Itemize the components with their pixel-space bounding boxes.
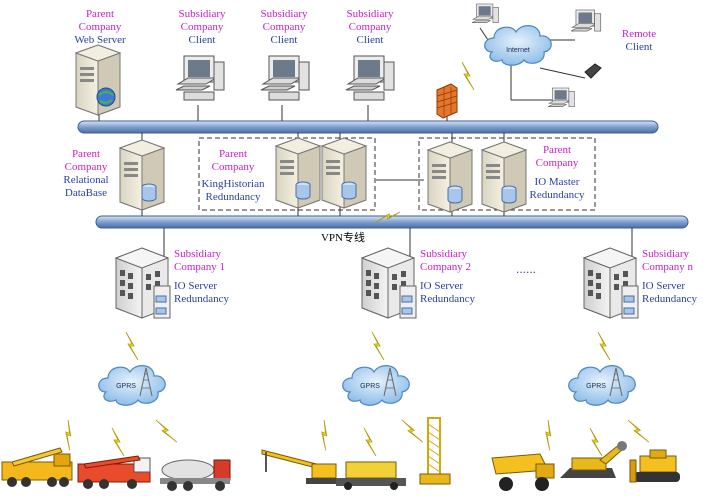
subsidiary-2-building-icon	[361, 247, 417, 319]
svg-text:Internet: Internet	[506, 47, 530, 54]
kinghistorian-redundancy-label: Parent Company KingHistorian Redundancy	[201, 148, 265, 203]
firewall-icon	[436, 83, 458, 119]
lightning-bolt-icon	[401, 415, 424, 447]
remote-client-label: Remote Client	[621, 28, 657, 53]
subsidiary-2-label: Subsidiary Company 2 IO Server Redundanc…	[420, 248, 475, 305]
lightning-bolt-icon	[58, 419, 80, 451]
subsidiary-1-building-icon	[115, 247, 171, 319]
pile-driver-icon	[336, 461, 406, 490]
kinghistorian-server-icon	[275, 137, 321, 209]
middle-network-bus	[95, 215, 689, 229]
lightning-bolt-icon	[111, 427, 125, 457]
svg-text:GPRS: GPRS	[586, 383, 606, 390]
crane-truck-icon	[1, 447, 73, 487]
kinghistorian-redundancy-box	[198, 137, 376, 211]
subsidiary-client-computer-icon	[345, 55, 395, 101]
io-master-redundancy-label: Parent Company IO Master Redundancy	[529, 144, 585, 201]
lightning-bolt-icon	[597, 331, 611, 361]
relational-database-label: Parent Company Relational DataBase	[63, 148, 109, 199]
concrete-pump-truck-icon	[77, 455, 151, 489]
bulldozer-icon	[629, 449, 680, 483]
subsidiary-n-label: Subsidiary Company n IO Server Redundanc…	[642, 248, 697, 305]
lightning-bolt-icon	[461, 61, 475, 91]
top-network-bus	[77, 120, 659, 134]
subsidiary-n-building-icon	[583, 247, 639, 319]
subsidiary-client-computer-icon	[260, 55, 310, 101]
lightning-bolt-icon	[363, 427, 377, 457]
subsidiary-client-computer-icon	[175, 55, 225, 101]
lightning-bolt-icon	[538, 419, 560, 451]
gprs-cloud-icon: GPRS	[98, 364, 166, 406]
svg-text:GPRS: GPRS	[116, 383, 136, 390]
remote-client-computer-icon	[570, 9, 602, 32]
mining-dump-truck-icon	[491, 453, 555, 491]
subsidiary-1-label: Subsidiary Company 1 IO Server Redundanc…	[174, 248, 229, 305]
parent-web-server-label: Parent Company Web Server	[74, 8, 126, 46]
vpn-label: VPN专线	[320, 232, 365, 244]
internet-cloud-icon: Internet	[484, 24, 552, 66]
remote-client-computer-icon	[547, 87, 575, 107]
subsidiary-client-label: Subsidiary Company Client	[178, 8, 226, 46]
subsidiary-client-label: Subsidiary Company Client	[346, 8, 394, 46]
remote-client-computer-icon	[471, 3, 499, 23]
gprs-cloud-icon: GPRS	[568, 364, 636, 406]
io-master-server-icon	[481, 141, 527, 213]
relational-database-server-icon	[119, 139, 165, 211]
lightning-bolt-icon	[125, 331, 139, 361]
io-master-server-icon	[427, 141, 473, 213]
lattice-drilling-rig-icon	[419, 417, 451, 485]
rotary-drilling-rig-icon	[261, 449, 342, 484]
roadheader-icon	[560, 441, 627, 478]
kinghistorian-server-icon	[321, 137, 367, 209]
lightning-bolt-icon	[627, 415, 650, 447]
mixer-truck-icon	[160, 459, 231, 491]
lightning-bolt-icon	[155, 415, 178, 447]
lightning-bolt-icon	[589, 427, 603, 457]
lightning-bolt-icon	[371, 331, 385, 361]
more-subsidiaries-ellipsis: ......	[516, 262, 537, 276]
remote-client-phone-icon	[584, 63, 602, 79]
gprs-cloud-icon: GPRS	[342, 364, 410, 406]
svg-text:GPRS: GPRS	[360, 383, 380, 390]
lightning-bolt-icon	[314, 419, 336, 451]
subsidiary-client-label: Subsidiary Company Client	[260, 8, 308, 46]
web-server-icon	[75, 44, 121, 116]
